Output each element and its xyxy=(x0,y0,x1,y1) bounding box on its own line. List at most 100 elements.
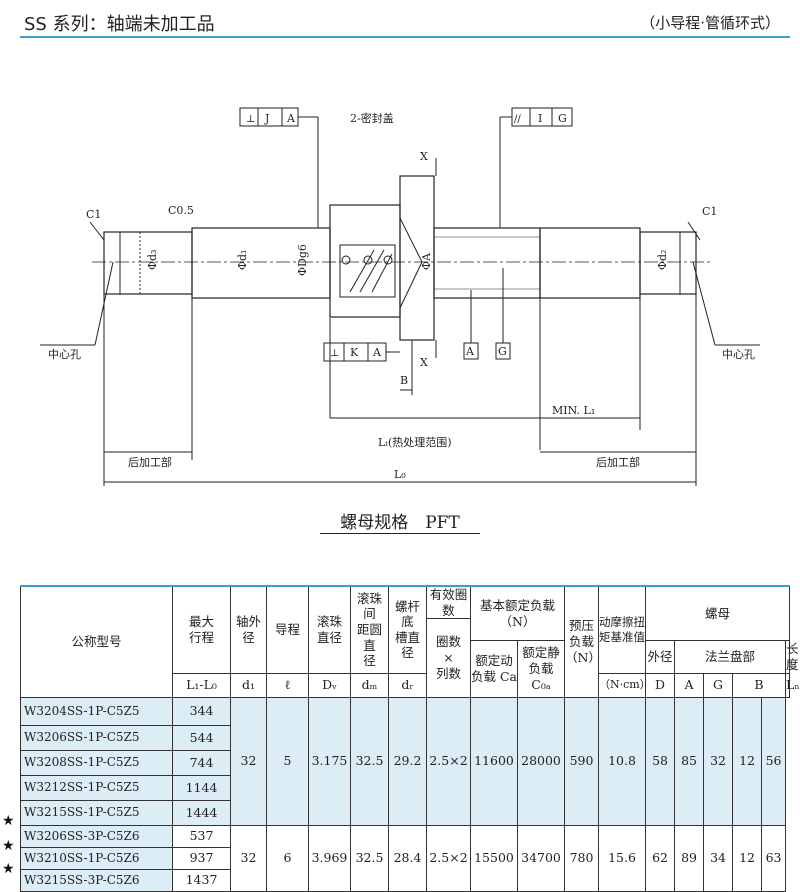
chamfer-c1-right: C1 xyxy=(702,205,717,218)
g1-pcd: 32.5 xyxy=(350,696,389,826)
h-ball: 滚珠 直径 xyxy=(308,585,351,674)
j-frame-ref: J xyxy=(264,112,269,125)
dim-lt: Lₜ(热处理范围) xyxy=(378,435,452,449)
g2-ball: 3.969 xyxy=(308,824,351,892)
h-nut: 螺母 xyxy=(645,585,790,642)
k-frame-ref: K xyxy=(350,346,359,359)
g-frame-ref: I xyxy=(538,112,542,125)
center-hole-right: 中心孔 xyxy=(722,348,755,361)
dim-b: B xyxy=(400,374,408,387)
dim-d3: Φd₃ xyxy=(146,250,159,270)
section-title: 螺母规格 PFT xyxy=(340,513,460,533)
h-pcd-sym: dₘ xyxy=(350,672,389,698)
g2-b: 12 xyxy=(732,824,763,892)
h-fb: B xyxy=(732,672,787,698)
dim-dg6: ΦDg6 xyxy=(296,244,309,276)
h-fa: A xyxy=(674,672,705,698)
h-torque-unit: （N·cm） xyxy=(598,672,651,698)
k-frame-sym: ⊥ xyxy=(330,348,339,359)
stroke-cell: 744 xyxy=(172,749,231,776)
g1-a: 85 xyxy=(674,696,705,826)
g1-d: 58 xyxy=(645,696,676,826)
dim-a: ΦA xyxy=(420,252,433,270)
section-underline xyxy=(320,533,480,534)
seal-label: 2-密封盖 xyxy=(350,111,394,125)
h-len-sym: Lₙ xyxy=(785,672,800,698)
model-cell: W3206SS-3P-C5Z6 xyxy=(20,824,173,848)
rear-machining-right: 后加工部 xyxy=(596,455,640,469)
h-model: 公称型号 xyxy=(20,585,173,698)
stroke-cell: 544 xyxy=(172,724,231,751)
g2-root: 28.4 xyxy=(388,824,427,892)
star-icon: ★ xyxy=(2,813,15,829)
g2-preload: 780 xyxy=(564,824,600,892)
g2-turns: 2.5×2 xyxy=(426,824,471,892)
h-pcd: 滚珠间 距圆直 径 xyxy=(350,585,389,674)
h-root-sym: dᵣ xyxy=(388,672,427,698)
h-od-sym: D xyxy=(645,672,676,698)
g1-coa: 28000 xyxy=(516,696,566,826)
h-turns-sub: 圈数 × 列数 xyxy=(426,618,471,698)
g1-g: 32 xyxy=(703,696,734,826)
h-torque: 动摩擦扭 矩基准值 xyxy=(598,585,647,674)
h-lead: 导程 xyxy=(266,585,309,674)
dim-d1: Φd₁ xyxy=(236,250,249,270)
stroke-cell: 1437 xyxy=(172,868,231,892)
model-cell: W3212SS-1P-C5Z5 xyxy=(20,774,173,801)
g1-b: 12 xyxy=(732,696,763,826)
model-cell: W3206SS-1P-C5Z5 xyxy=(20,724,173,751)
chamfer-c05: C0.5 xyxy=(168,204,194,217)
h-od: 外径 xyxy=(645,640,676,674)
chamfer-c1-left: C1 xyxy=(86,208,101,221)
stroke-cell: 1444 xyxy=(172,799,231,826)
h-dyn: 额定动 负载 Ca xyxy=(470,640,518,698)
g1-lead: 5 xyxy=(266,696,309,826)
page-title: SS 系列：轴端未加工品 xyxy=(24,14,215,35)
g1-ln: 56 xyxy=(761,696,787,826)
g2-pcd: 32.5 xyxy=(350,824,389,892)
stroke-cell: 937 xyxy=(172,846,231,870)
g1-torque: 10.8 xyxy=(598,696,647,826)
stroke-cell: 1144 xyxy=(172,774,231,801)
g-frame-datum: G xyxy=(558,112,567,125)
g2-torque: 15.6 xyxy=(598,824,647,892)
g2-g: 34 xyxy=(703,824,734,892)
k-frame-datum: A xyxy=(372,346,382,359)
section-x-top: X xyxy=(420,150,428,163)
dim-min-l1: MIN. L₁ xyxy=(552,404,595,417)
g2-shaft: 32 xyxy=(230,824,267,892)
h-load: 基本额定负载 （N） xyxy=(469,585,566,642)
model-cell: W3215SS-3P-C5Z6 xyxy=(20,868,173,892)
h-shaft: 轴外径 xyxy=(230,585,267,674)
h-preload: 预压 负载 （N） xyxy=(564,585,601,698)
g2-coa: 34700 xyxy=(516,824,566,892)
g2-ca: 15500 xyxy=(470,824,518,892)
stroke-cell: 537 xyxy=(172,824,231,848)
rear-machining-left: 后加工部 xyxy=(128,455,172,469)
g1-turns: 2.5×2 xyxy=(426,696,471,826)
h-shaft-sym: d₁ xyxy=(230,672,267,698)
g-frame-sym: // xyxy=(514,114,521,125)
star-icon: ★ xyxy=(2,861,15,877)
model-cell: W3208SS-1P-C5Z5 xyxy=(20,749,173,776)
ball-screw-drawing: ⊥ J A 2-密封盖 // I G ⊥ K A C1 C0.5 C1 Φd₃ … xyxy=(40,107,760,486)
stroke-cell: 344 xyxy=(172,696,231,726)
j-frame-datum: A xyxy=(286,112,296,125)
g1-shaft: 32 xyxy=(230,696,267,826)
g1-ball: 3.175 xyxy=(308,696,351,826)
h-ball-sym: Dᵥ xyxy=(308,672,351,698)
h-turns: 有效圈数 xyxy=(426,585,471,620)
section-x-bottom: X xyxy=(420,356,428,369)
g1-preload: 590 xyxy=(564,696,600,826)
center-hole-left: 中心孔 xyxy=(48,348,81,361)
star-icon: ★ xyxy=(2,838,15,854)
model-cell: W3204SS-1P-C5Z5 xyxy=(20,696,173,726)
page-header: SS 系列：轴端未加工品 （小导程·管循环式） xyxy=(20,2,790,38)
g2-a: 89 xyxy=(674,824,705,892)
g2-d: 62 xyxy=(645,824,676,892)
g1-root: 29.2 xyxy=(388,696,427,826)
h-root: 螺杆底 槽直径 xyxy=(388,585,427,674)
page-subtitle: （小导程·管循环式） xyxy=(640,14,780,32)
dim-lo: L₀ xyxy=(394,468,406,481)
h-flange: 法兰盘部 xyxy=(674,640,787,674)
